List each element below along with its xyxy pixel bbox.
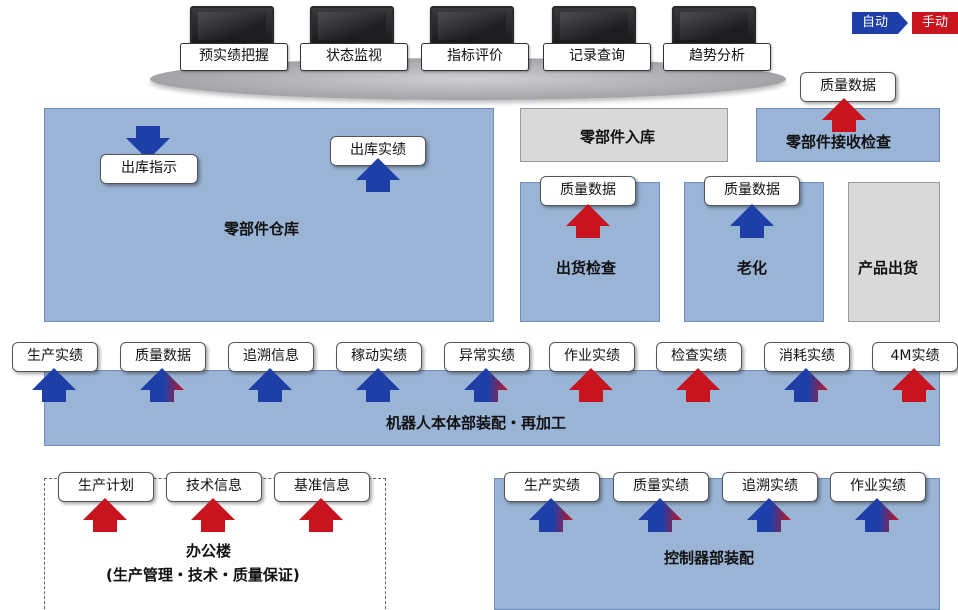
office-title: 办公楼 (186, 542, 232, 560)
parts-inbound-zone (520, 108, 728, 162)
mixed-up-arrow-icon (140, 368, 184, 402)
assembly-item-label: 追溯信息 (228, 342, 314, 372)
assembly-item-label: 检查实绩 (656, 342, 742, 372)
mixed-up-arrow-icon (638, 498, 682, 532)
controller-item-label: 追溯实绩 (722, 472, 818, 502)
auto-up-arrow-icon (356, 368, 400, 402)
product-shipping-zone (848, 182, 940, 322)
monitor-label-records: 记录查询 (543, 43, 651, 71)
monitor-label-kpi: 指标评价 (421, 43, 529, 71)
office-item-label: 生产计划 (58, 472, 154, 502)
manual-up-arrow-icon (191, 498, 235, 532)
shipping-quality-label: 质量数据 (540, 176, 636, 206)
assembly-item-label: 异常实绩 (444, 342, 530, 372)
monitor-label-plan: 预实绩把握 (180, 43, 288, 71)
assembly-item-label: 生产实绩 (12, 342, 98, 372)
monitor-label-trend: 趋势分析 (663, 43, 771, 71)
assembly-item-label: 消耗实绩 (764, 342, 850, 372)
controller-item-label: 生产实绩 (504, 472, 600, 502)
assembly-title: 机器人本体部装配・再加工 (386, 414, 567, 432)
parts-inbound-title: 零部件入库 (580, 128, 656, 146)
mixed-up-arrow-icon (855, 498, 899, 532)
manual-up-arrow-icon (569, 368, 613, 402)
controller-title: 控制器部装配 (664, 549, 755, 567)
aging-title: 老化 (737, 259, 768, 277)
controller-item-label: 作业实绩 (830, 472, 926, 502)
manual-up-arrow-icon (892, 368, 936, 402)
legend-auto: 自动 (852, 12, 898, 34)
shipping-inspection-title: 出货检查 (556, 259, 617, 277)
auto-up-arrow-icon (730, 204, 774, 238)
warehouse-title: 零部件仓库 (224, 220, 300, 238)
auto-up-arrow-icon (32, 368, 76, 402)
product-shipping-title: 产品出货 (858, 259, 919, 277)
parts-receiving-quality-label: 质量数据 (800, 72, 896, 102)
manual-up-arrow-icon (83, 498, 127, 532)
warehouse-zone (44, 108, 494, 322)
parts-receiving-title: 零部件接收检查 (786, 133, 892, 151)
manual-up-arrow-icon (299, 498, 343, 532)
mixed-up-arrow-icon (529, 498, 573, 532)
mixed-up-arrow-icon (464, 368, 508, 402)
outbound-actual-label: 出库实绩 (330, 136, 426, 166)
monitor-label-status: 状态监视 (300, 43, 408, 71)
mixed-up-arrow-icon (747, 498, 791, 532)
aging-quality-label: 质量数据 (704, 176, 800, 206)
auto-up-arrow-icon (248, 368, 292, 402)
outbound-instruction-label: 出库指示 (100, 154, 198, 184)
manual-up-arrow-icon (566, 204, 610, 238)
auto-down-arrow-icon (126, 126, 170, 160)
legend-manual: 手动 (912, 12, 958, 34)
mixed-up-arrow-icon (784, 368, 828, 402)
auto-up-arrow-icon (356, 158, 400, 192)
office-subtitle: (生产管理・技术・质量保证) (106, 566, 300, 584)
manual-up-arrow-icon (822, 98, 866, 132)
manual-up-arrow-icon (676, 368, 720, 402)
assembly-item-label: 稼动实绩 (336, 342, 422, 372)
office-item-label: 技术信息 (166, 472, 262, 502)
office-item-label: 基准信息 (274, 472, 370, 502)
assembly-item-label: 4M实绩 (872, 342, 958, 372)
legend-auto-arrow-icon (898, 12, 908, 34)
